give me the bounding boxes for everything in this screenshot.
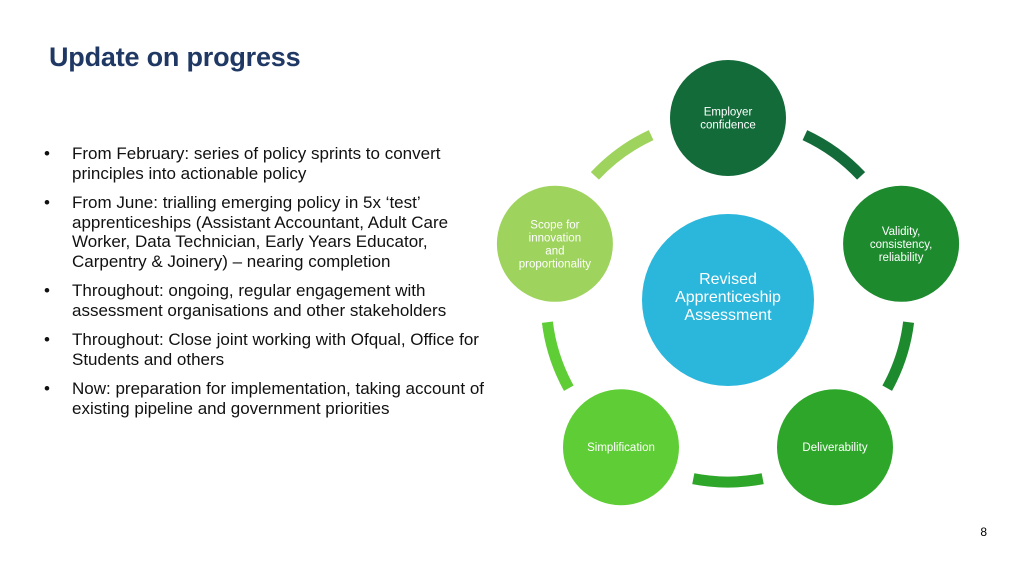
cycle-node [668, 58, 788, 178]
cycle-node [841, 183, 962, 304]
cycle-node [561, 387, 681, 508]
cycle-arc [882, 321, 915, 391]
cycle-node [775, 387, 895, 508]
cycle-arc [692, 473, 764, 488]
page-number: 8 [980, 525, 987, 539]
bullet-item: From February: series of policy sprints … [42, 144, 502, 183]
bullet-item: From June: trialling emerging policy in … [42, 193, 502, 271]
cycle-arc [590, 130, 654, 180]
center-circle [642, 214, 814, 386]
bullet-list: From February: series of policy sprints … [42, 144, 502, 428]
bullet-item: Throughout: Close joint working with Ofq… [42, 330, 502, 369]
cycle-node-label: Validity,consistency,reliability [870, 226, 932, 264]
bullet-item: Now: preparation for implementation, tak… [42, 379, 502, 418]
cycle-node [494, 183, 615, 304]
cycle-node-label: Simplification [587, 442, 655, 454]
bullet-item: Throughout: ongoing, regular engagement … [42, 281, 502, 320]
cycle-arc [541, 321, 574, 391]
slide-title: Update on progress [49, 42, 301, 72]
cycle-arc [802, 130, 866, 180]
cycle-node-label: Deliverability [802, 442, 867, 454]
